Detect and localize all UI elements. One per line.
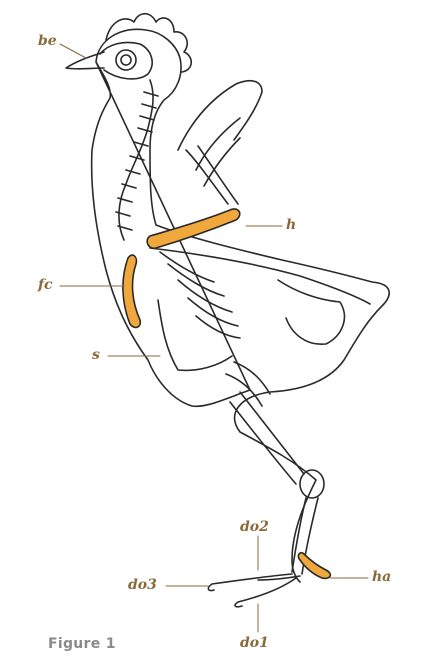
beak-outline	[65, 51, 105, 70]
figure-caption: Figure 1	[48, 636, 116, 652]
neck-vertebrae	[118, 79, 154, 241]
sternum	[157, 299, 233, 372]
knee-joint	[299, 469, 325, 499]
radius-ulna	[185, 145, 239, 205]
wing-feathers	[177, 79, 263, 187]
bird-body-outline	[90, 28, 390, 583]
humerus-highlight	[146, 208, 241, 250]
leader-be	[59, 43, 87, 59]
femur	[225, 361, 271, 407]
label-digit-2: do2	[240, 519, 269, 535]
eye-inner	[120, 54, 132, 66]
label-beak: be	[38, 33, 57, 49]
neck-vertebrae-segments	[115, 91, 159, 231]
highlighted-bones	[122, 208, 332, 580]
toes	[207, 573, 301, 608]
tibiotarsus	[229, 391, 305, 485]
label-humerus: h	[286, 217, 297, 233]
ribs	[159, 251, 241, 339]
label-sternum: s	[92, 347, 100, 363]
pelvis	[277, 279, 346, 345]
hallux-highlight	[297, 551, 332, 580]
tarsometatarsus	[291, 497, 319, 575]
label-hallux: ha	[372, 569, 392, 585]
skull-outline	[99, 41, 153, 80]
leader-lines	[59, 43, 369, 633]
label-furcula: fc	[38, 277, 53, 293]
vertebral-column	[149, 247, 371, 305]
label-digit-3: do3	[128, 577, 157, 593]
furcula-highlight	[122, 254, 142, 329]
comb-outline	[105, 12, 193, 73]
label-digit-1: do1	[240, 635, 269, 651]
eye-orbit	[115, 49, 137, 71]
